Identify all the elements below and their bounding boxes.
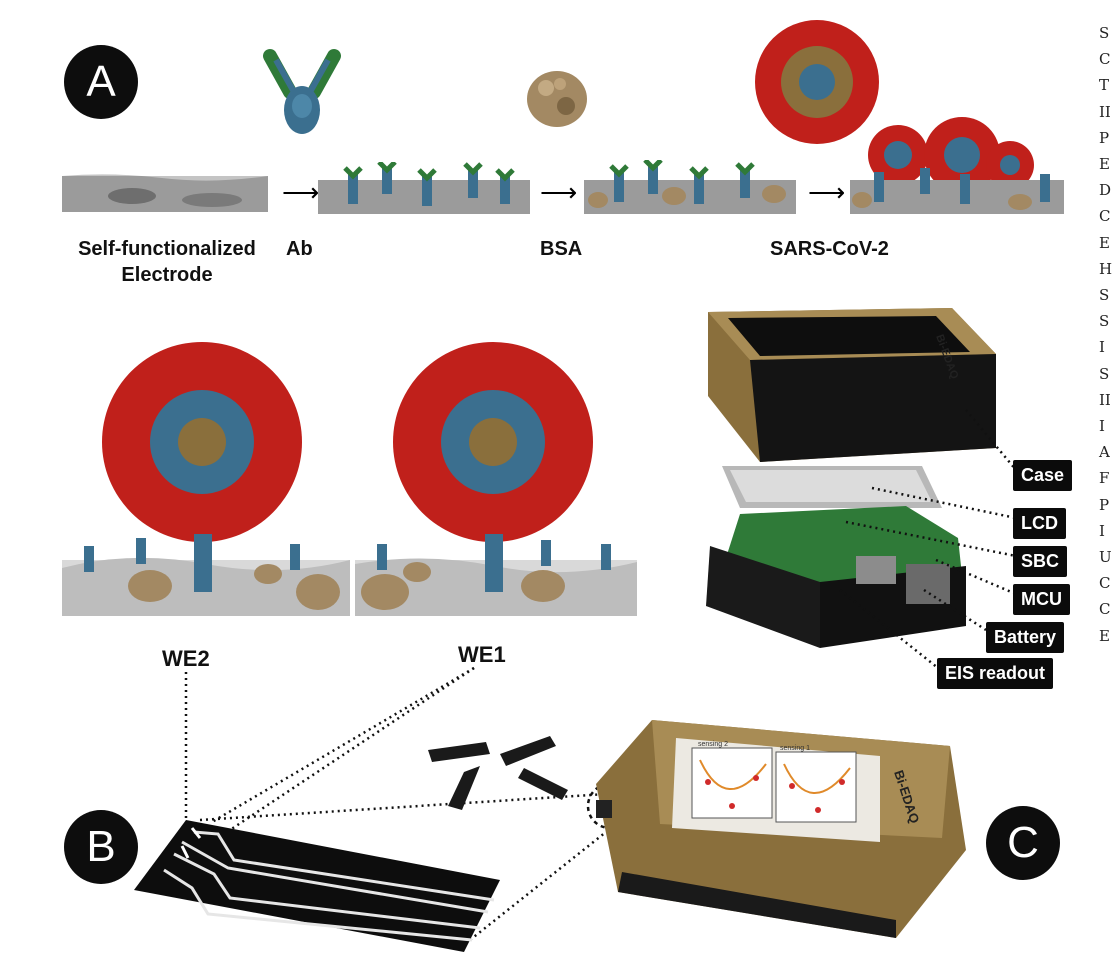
sars-cov-2-virus-illustration	[755, 20, 1034, 193]
cropped-side-text: SCTIIPEDCEHSSISIIIAFPIUCCE	[1099, 24, 1113, 645]
bare-electrode-surface	[62, 174, 268, 212]
we1-label: WE1	[458, 642, 506, 667]
we1-virus-binding-render	[355, 342, 637, 616]
we2-virus-binding-render	[62, 342, 350, 616]
panel-c-badge: C	[986, 806, 1060, 880]
part-tag-sbc: SBC	[1013, 546, 1068, 577]
part-tag-lcd: LCD	[1013, 508, 1066, 539]
electrode-with-bsa	[584, 160, 796, 214]
panel-a-badge: A	[64, 45, 138, 119]
electrode-with-antibodies	[318, 162, 530, 214]
part-tag-case: Case	[1013, 460, 1073, 491]
assembled-device: sensing 2 sensing 1 Bi-EDAQ	[596, 720, 966, 938]
part-tag-battery: Battery	[986, 622, 1065, 653]
step-label-sars-cov-2: SARS-CoV-2	[770, 238, 889, 260]
panel-b-badge: B	[64, 810, 138, 884]
part-tag-mcu: MCU	[1013, 584, 1070, 615]
step-arrow-2: ⟶	[540, 177, 578, 207]
sensor-strip	[134, 820, 500, 952]
step-label-electrode: Self-functionalized Electrode	[78, 238, 256, 286]
screen-plot1-title: sensing 2	[698, 741, 728, 748]
bsa-protein-illustration	[527, 71, 587, 127]
electrode-with-bound-virus	[850, 168, 1064, 214]
we2-label: WE2	[162, 646, 210, 671]
antibody-illustration	[263, 49, 341, 134]
sensor-strips-loose	[428, 736, 568, 810]
step-arrow-1: ⟶	[282, 177, 320, 207]
screen-plot2-title: sensing 1	[780, 745, 810, 752]
part-tag-eis-readout: EIS readout	[937, 658, 1054, 689]
step-label-ab: Ab	[286, 238, 313, 260]
step-label-bsa: BSA	[540, 238, 583, 260]
step-arrow-3: ⟶	[808, 177, 846, 207]
